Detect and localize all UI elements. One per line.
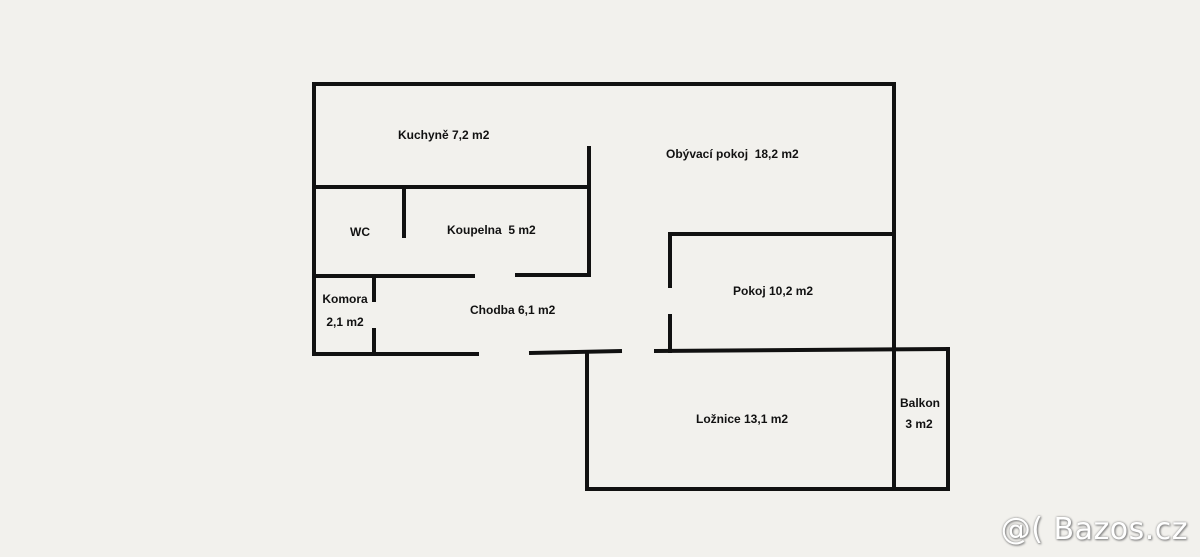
wc-label: WC [350, 225, 370, 239]
bathroom-label: Koupelna 5 m2 [447, 223, 536, 237]
outer-wall-bottom-mid [528, 348, 623, 356]
balcony-name-label: Balkon [899, 396, 941, 410]
outer-wall-top [312, 82, 896, 356]
outer-wall-bottom-right [653, 346, 951, 354]
bedroom-walls [585, 347, 950, 491]
room-label: Pokoj 10,2 m2 [733, 284, 814, 298]
balcony-area-label: 3 m2 [905, 417, 933, 431]
pantry-name-label: Komora [322, 292, 368, 306]
kitchen-label: Kuchyně 7,2 m2 [398, 128, 490, 142]
room-top-wall [668, 232, 896, 288]
bazos-watermark: @( Bazos.cz [1000, 512, 1188, 547]
living-room-label: Obývací pokoj 18,2 m2 [666, 147, 799, 161]
bedroom-label: Ložnice 13,1 m2 [696, 412, 789, 426]
hallway-label: Chodba 6,1 m2 [470, 303, 556, 317]
pantry-area-label: 2,1 m2 [326, 315, 364, 329]
